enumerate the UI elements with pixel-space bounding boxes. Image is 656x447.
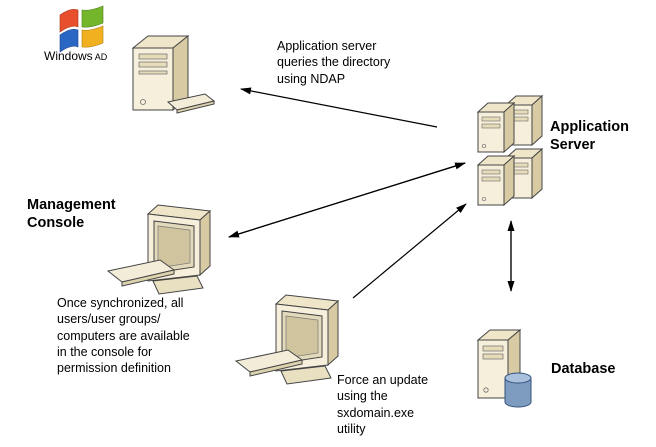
windows-logo-icon bbox=[59, 5, 104, 53]
management-console-icon bbox=[106, 204, 212, 295]
application-server-label: Application Server bbox=[550, 119, 629, 154]
management-console-label: Management Console bbox=[27, 197, 116, 232]
arrow-force-update bbox=[352, 203, 467, 299]
database-icon bbox=[476, 328, 532, 408]
database-label: Database bbox=[551, 361, 616, 377]
windows-text: Windows bbox=[44, 49, 93, 63]
windows-ad-suffix: AD bbox=[94, 52, 108, 62]
ndap-annotation: Application server queries the directory… bbox=[277, 39, 391, 86]
arrow-ndap-query bbox=[240, 87, 438, 128]
ad-server-icon bbox=[131, 34, 216, 114]
synchronized-annotation: Once synchronized, all users/user groups… bbox=[57, 296, 190, 375]
application-server-icon bbox=[476, 94, 544, 207]
workstation-icon bbox=[234, 294, 340, 385]
force-update-annotation: Force an update using the sxdomain.exe u… bbox=[337, 373, 429, 436]
arrow-console-sync bbox=[228, 162, 466, 238]
